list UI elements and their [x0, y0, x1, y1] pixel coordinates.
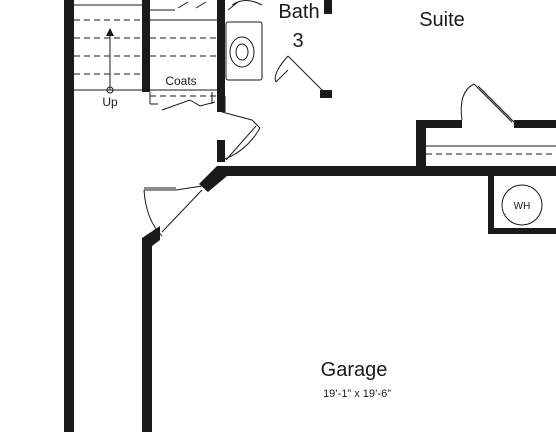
hall-door-upper	[221, 111, 261, 161]
garage-entry-door	[143, 185, 203, 237]
bath-name: Bath	[278, 1, 319, 23]
staircase	[74, 4, 142, 94]
water-heater: WH	[501, 184, 543, 226]
walls	[64, 0, 556, 432]
closet-door	[426, 83, 556, 155]
garage-dimensions: 19’-1” x 19’-6”	[323, 388, 391, 400]
coats-label: Coats	[165, 74, 196, 88]
bath-fixtures	[225, 0, 263, 81]
garage-label: Garage	[321, 359, 388, 381]
coats-closet	[149, 1, 226, 112]
bath-door	[274, 55, 325, 93]
bath-number: 3	[292, 30, 303, 52]
up-arrow-icon	[106, 28, 114, 36]
sink-icon	[229, 36, 255, 68]
suite-label: Suite	[419, 9, 465, 31]
stairs-up-label: Up	[102, 95, 118, 109]
water-heater-label: WH	[514, 201, 531, 212]
